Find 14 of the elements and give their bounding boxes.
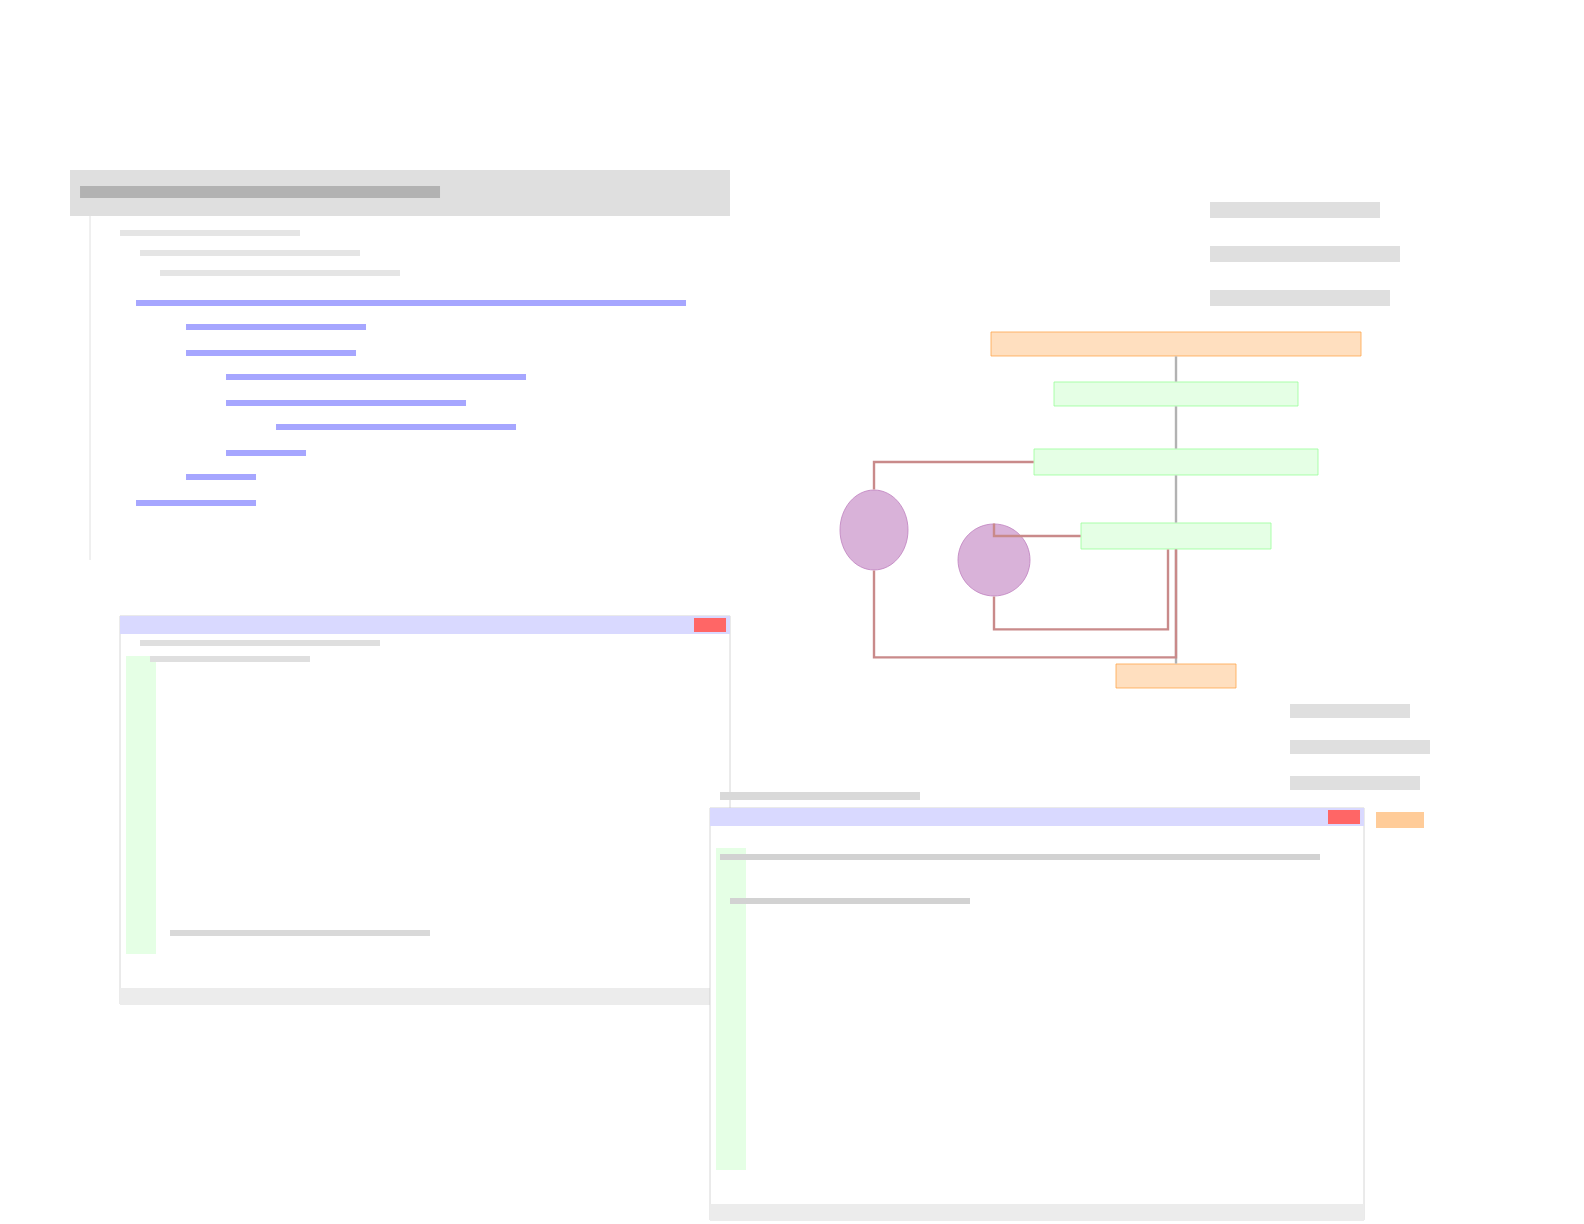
flow-box bbox=[990, 331, 1362, 357]
connector-line bbox=[1174, 406, 1178, 449]
connector-line bbox=[1174, 356, 1178, 382]
loop-circle bbox=[957, 523, 1031, 597]
flow-box bbox=[1033, 448, 1319, 476]
connector-line bbox=[872, 549, 1178, 659]
connector-line bbox=[992, 549, 1170, 631]
loop-circle bbox=[839, 489, 909, 571]
connector-line bbox=[872, 460, 1034, 490]
flow-box bbox=[1053, 381, 1299, 407]
flow-box bbox=[1080, 522, 1272, 550]
connector-line bbox=[1174, 475, 1178, 523]
connector-line bbox=[992, 523, 1081, 538]
flow-box bbox=[1115, 663, 1237, 689]
